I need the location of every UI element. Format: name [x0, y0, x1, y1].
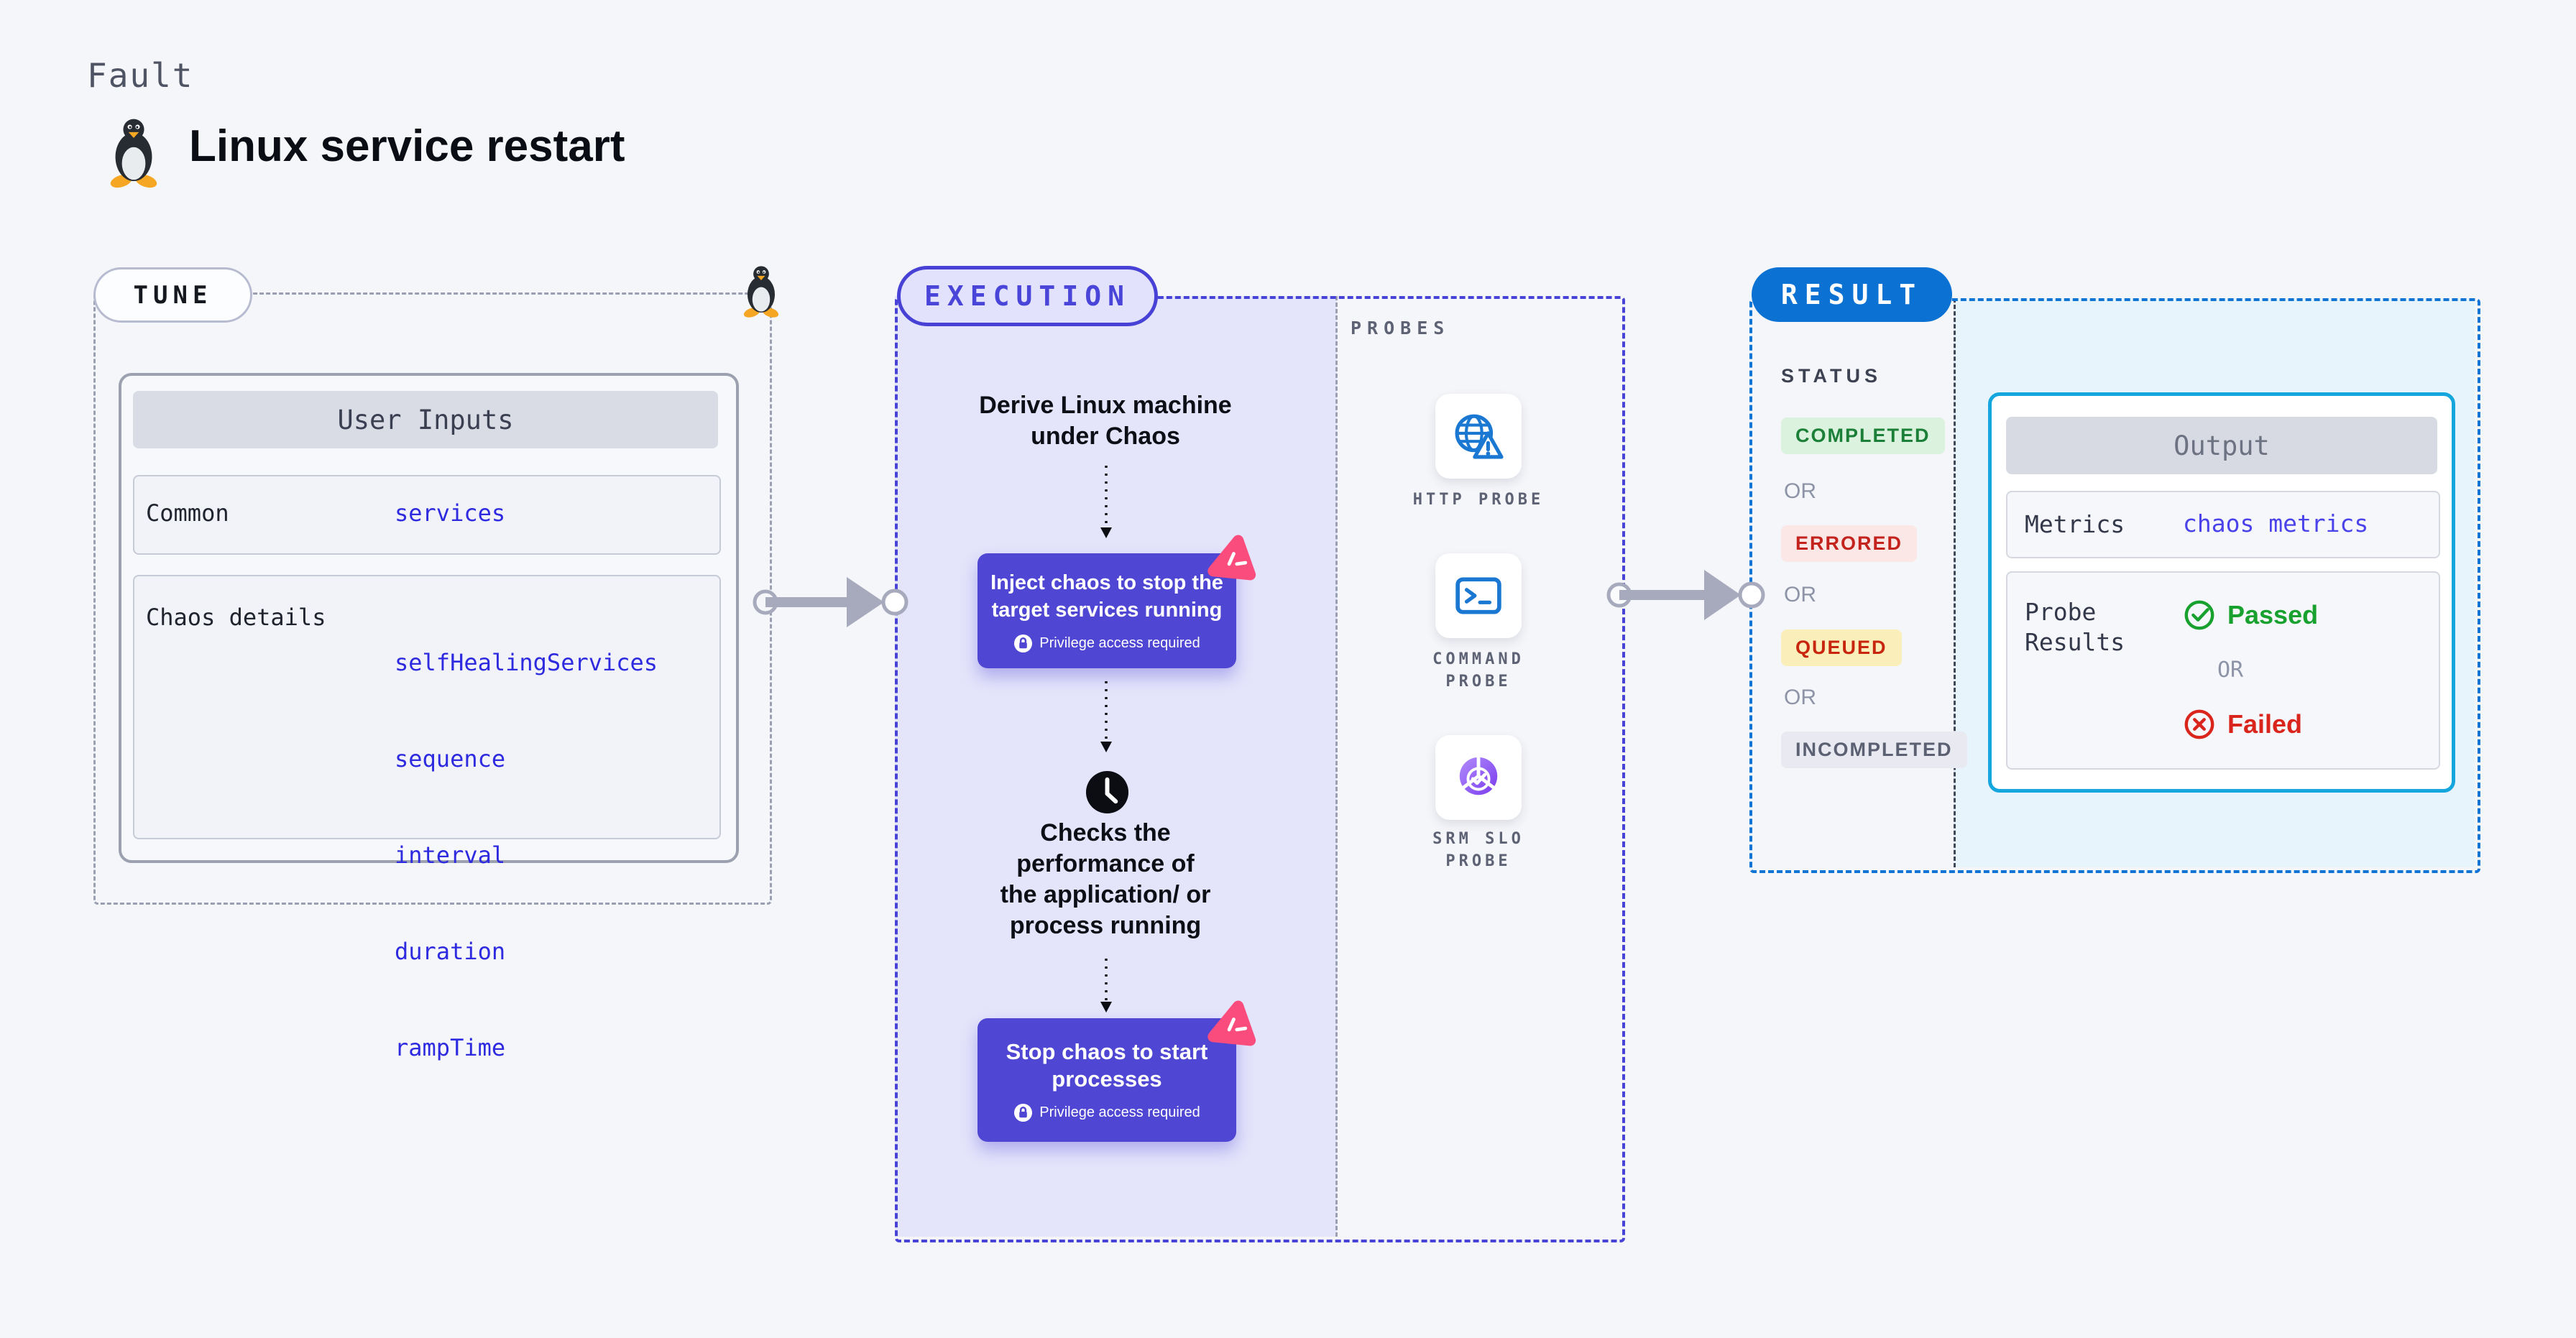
passed-label: Passed	[2227, 600, 2319, 629]
input-row-chaos-details: Chaos details selfHealingServices sequen…	[133, 575, 721, 1061]
chaos-value: selfHealingServices	[395, 649, 658, 676]
input-row-label: Common	[146, 499, 229, 527]
clock-icon	[1085, 770, 1129, 814]
stop-chaos-title: Stop chaos to start processes	[1006, 1038, 1208, 1092]
chaos-detail-values: selfHealingServices sequence interval du…	[395, 591, 658, 1120]
command-probe-card	[1435, 553, 1522, 638]
terminal-icon	[1455, 577, 1501, 614]
execution-to-result-arrow	[1606, 570, 1765, 620]
flow-arrow-down-icon	[1100, 466, 1112, 538]
status-badge-incompleted: INCOMPLETED	[1781, 732, 1967, 768]
execution-probes-divider	[1335, 296, 1338, 1237]
input-row-value: services	[395, 499, 506, 527]
chaos-value: rampTime	[395, 1034, 506, 1061]
flow-arrow-down-icon	[1100, 681, 1112, 752]
status-badge-queued: QUEUED	[1781, 629, 1902, 666]
chaos-value: interval	[395, 841, 506, 869]
output-card-header: Output	[2006, 417, 2437, 474]
tune-to-execution-arrow	[753, 577, 908, 627]
srm-slo-probe-card	[1435, 735, 1522, 820]
status-column-label: STATUS	[1781, 365, 1882, 387]
execution-section-badge: EXECUTION	[897, 266, 1158, 326]
inject-chaos-card: Inject chaos to stop the target services…	[978, 553, 1236, 668]
result-section-badge: RESULT	[1752, 267, 1952, 322]
output-card: Output Metrics chaos metrics Probe Resul…	[1988, 392, 2455, 793]
page-title: Linux service restart	[189, 121, 625, 171]
stop-chaos-card: Stop chaos to start processes Privilege …	[978, 1018, 1236, 1142]
or-separator: OR	[1784, 583, 1816, 606]
execution-section-box	[895, 296, 1625, 1242]
failed-label: Failed	[2227, 709, 2303, 739]
privilege-note-text: Privilege access required	[1039, 635, 1200, 651]
x-circle-icon	[2184, 709, 2214, 739]
or-separator: OR	[1784, 479, 1816, 503]
fault-kicker: Fault	[87, 56, 194, 95]
lock-icon	[1014, 1103, 1033, 1122]
privilege-note-text: Privilege access required	[1039, 1104, 1200, 1120]
http-probe-label: HTTP PROBE	[1412, 491, 1545, 509]
lock-icon	[1014, 634, 1033, 652]
input-row-label: Chaos details	[146, 604, 326, 631]
chaos-value: duration	[395, 938, 506, 965]
chaos-logo-icon	[1208, 535, 1256, 581]
tux-penguin-icon	[110, 119, 157, 188]
or-separator: OR	[2217, 658, 2244, 683]
globe-alert-icon	[1455, 414, 1504, 459]
probes-section-label: PROBES	[1351, 318, 1450, 338]
metrics-value: chaos metrics	[2183, 509, 2369, 537]
user-inputs-header: User Inputs	[133, 391, 718, 448]
inject-chaos-title: Inject chaos to stop the target services…	[990, 571, 1223, 622]
command-probe-label: COMMAND PROBE	[1432, 650, 1524, 691]
tux-penguin-small-icon	[743, 266, 779, 318]
status-badge-completed: COMPLETED	[1781, 417, 1945, 454]
derive-step-text: Derive Linux machine under Chaos	[979, 392, 1232, 450]
privilege-note: Privilege access required	[1013, 1103, 1200, 1122]
slo-donut-icon	[1459, 755, 1498, 795]
probe-results-row: Probe Results Passed OR Failed	[2006, 571, 2440, 770]
failed-result: Failed	[2183, 708, 2302, 741]
srm-slo-probe-label: SRM SLO PROBE	[1432, 830, 1524, 870]
metrics-row: Metrics chaos metrics	[2006, 491, 2440, 558]
check-circle-icon	[2184, 600, 2214, 630]
http-probe-card	[1435, 394, 1522, 479]
flow-arrow-down-icon	[1100, 959, 1112, 1012]
passed-result: Passed	[2183, 599, 2318, 632]
status-badge-errored: ERRORED	[1781, 525, 1918, 562]
checks-step-text: Checks the performance of the applicatio…	[1000, 819, 1211, 939]
privilege-note: Privilege access required	[1013, 634, 1200, 653]
status-output-divider	[1954, 298, 1956, 867]
or-separator: OR	[1784, 686, 1816, 709]
chaos-value: sequence	[395, 745, 506, 772]
input-row-common: Common services	[133, 475, 721, 555]
metrics-label: Metrics	[2025, 510, 2125, 538]
chaos-logo-icon	[1208, 1000, 1256, 1046]
probe-results-label: Probe Results	[2025, 598, 2125, 656]
tune-section-badge: TUNE	[93, 267, 252, 323]
